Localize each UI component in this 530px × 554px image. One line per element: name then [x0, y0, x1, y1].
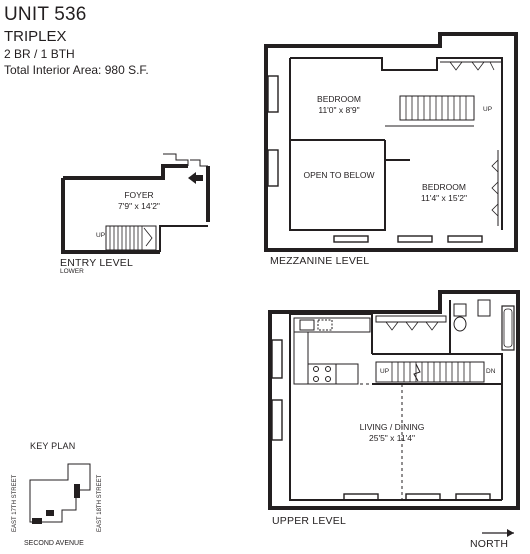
entry-level-plan [61, 153, 210, 254]
upper-level-title: UPPER LEVEL [272, 515, 346, 527]
foyer-label: FOYER 7'9" x 14'2" [118, 190, 160, 211]
mezzanine-level-title: MEZZANINE LEVEL [270, 255, 370, 267]
entry-level-subtitle: LOWER [60, 268, 84, 275]
entry-arrow-icon [188, 172, 203, 184]
entry-up-label: UP [96, 232, 106, 239]
mezzanine-level-plan [264, 32, 518, 252]
open-to-below-label: OPEN TO BELOW [303, 170, 375, 180]
unit-title: UNIT 536 [4, 4, 87, 25]
key-plan-title: KEY PLAN [30, 441, 76, 451]
key-plan-drawing [29, 463, 91, 524]
bedroom-2-label: BEDROOM 11'4" x 15'2" [421, 182, 467, 203]
key-plan-right-street: EAST 18TH STREET [97, 474, 103, 532]
interior-area: Total Interior Area: 980 S.F. [4, 63, 149, 77]
bed-bath: 2 BR / 1 BTH [4, 47, 75, 61]
north-label: NORTH [470, 538, 509, 550]
north-arrow-icon [482, 529, 514, 537]
upper-up-label: UP [380, 368, 390, 375]
living-dining-label: LIVING / DINING 25'5" x 11'4" [359, 422, 425, 443]
bedroom-1-label: BEDROOM 11'0" x 8'9" [317, 94, 361, 115]
key-plan-bottom-street: SECOND AVENUE [24, 540, 84, 547]
unit-type: TRIPLEX [4, 28, 67, 45]
upper-dn-label: DN [486, 368, 496, 375]
entry-level-title: ENTRY LEVEL [60, 257, 134, 269]
key-plan-left-street: EAST 17TH STREET [12, 474, 18, 532]
mezzanine-up-label: UP [483, 106, 493, 113]
upper-level-plan [268, 290, 520, 510]
